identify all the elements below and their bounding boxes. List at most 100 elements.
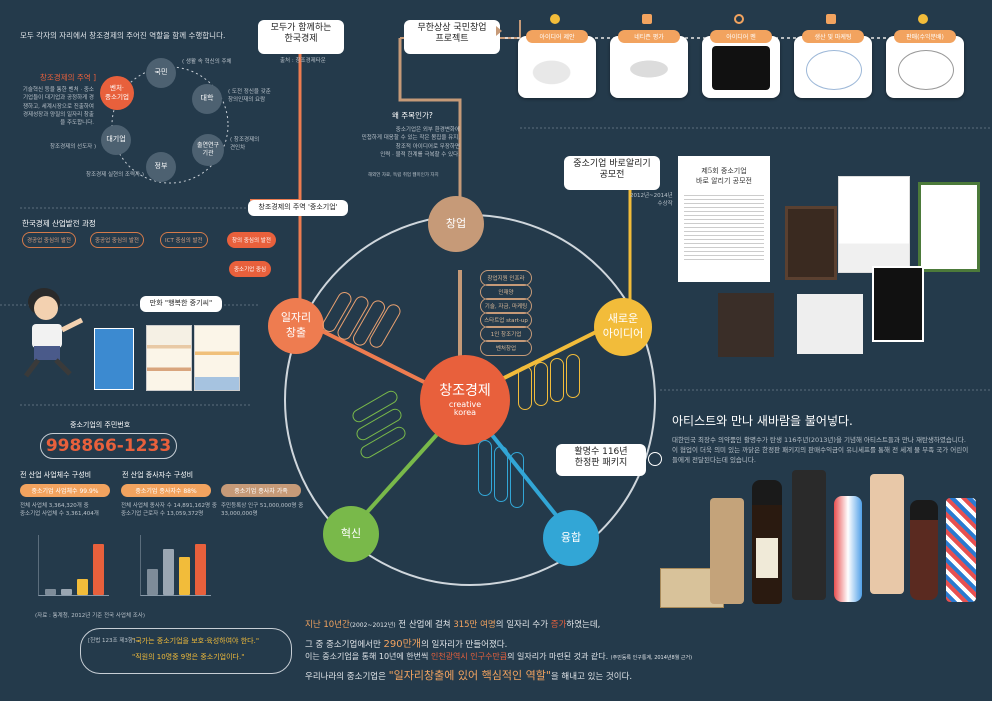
artist-title: 아티스트와 만나 새바람을 불어넣다. <box>672 414 853 428</box>
family-note: 주민등록상 인구 51,000,000명 중 33,000,000명 <box>221 503 304 518</box>
project-step-label-3: 아이디어 멘 <box>710 30 772 43</box>
hub-idea: 새로운 아이디어 <box>594 298 652 356</box>
product-sketch-5 <box>898 50 954 90</box>
stats-source: (자료 : 통계청, 2012년 기준 전국 사업체 조사) <box>35 613 146 619</box>
startup-branch-4: 스타트업 start-up <box>480 312 532 328</box>
play-icon <box>648 452 662 466</box>
cycle-node-research: 출연연구 기관 <box>192 134 224 166</box>
cycle-node-venture: 벤처· 중소기업 <box>100 76 134 110</box>
product-sketch-3 <box>712 46 770 90</box>
together-source: 출처 : 창조경제타운 <box>280 58 326 64</box>
law-quote-1: "국가는 중소기업을 보호·육성하여야 한다." <box>132 637 260 645</box>
incheon: 인천광역시 인구수만큼 <box>430 652 508 661</box>
cycle-node-citizen: 국민 <box>146 58 176 88</box>
intro-text: 모두 각자의 자리에서 창조경제의 주어진 역할을 함께 수행합니다. <box>20 31 226 40</box>
fusion-branch <box>510 452 524 508</box>
law-quote-2: "직원의 10명중 9명은 중소기업이다." <box>132 653 245 661</box>
line2-text-1: 그 중 중소기업에서만 <box>305 640 384 650</box>
line3-source: (주민등록 인구통계, 2014년8월 근거) <box>610 655 693 661</box>
registration-number: 998866-1233 <box>40 433 177 459</box>
290-jobs: 290만개 <box>383 639 422 650</box>
biz-bar-chart <box>38 535 109 596</box>
biz-chip: 중소기업 사업체수 99.9% <box>20 484 110 497</box>
line3-text-1: 이는 중소기업을 통해 10년에 한번씩 <box>305 652 431 661</box>
startup-branch-6: 벤처창업 <box>480 340 532 356</box>
contest-doc-title: 제5회 중소기업 바로 알리기 공모전 <box>696 167 752 185</box>
center-hub: 창조경제 creative korea <box>420 355 510 445</box>
increase: 증가 <box>550 620 567 630</box>
why-title: 왜 주목인가? <box>392 111 433 120</box>
center-subtitle: creative korea <box>448 399 482 418</box>
coin-icon <box>918 14 928 24</box>
hub-startup: 창업 <box>428 196 484 252</box>
startup-branch-5: 1인 창조기업 <box>480 326 532 342</box>
protagonist-tag: 창조경제의 주역 '중소기업' <box>248 200 348 216</box>
biz-stat-title: 전 산업 사업체수 구성비 <box>20 471 92 479</box>
jobs-branches <box>319 289 410 351</box>
manhwa-tag: 만화 "행복한 중기씨" <box>140 296 222 312</box>
bottom-line-2: 그 중 중소기업에서만 290만개의 일자리가 만들어졌다. <box>305 635 507 650</box>
line1-text-2: 의 일자리 수가 <box>495 620 551 630</box>
artist-body: 대한민국 최장수 의약품인 활명수가 탄생 116주년(2013년)을 기념해 … <box>672 436 969 464</box>
product-photo-1 <box>530 52 584 86</box>
bottom-line-3: 이는 중소기업을 통해 10년에 한번씩 인천광역시 인구수만큼의 일자리가 마… <box>305 651 692 662</box>
together-box: 모두가 함께하는 한국경제 <box>258 20 344 54</box>
idea-branch <box>518 366 532 410</box>
contest-document: 제5회 중소기업 바로 알리기 공모전 <box>678 156 770 282</box>
registration-label: 중소기업의 주민번호 <box>70 421 131 429</box>
startup-branch-2: 인재양 <box>480 284 532 300</box>
bottom-line-4: 우리나라의 중소기업은 "일자리창출에 있어 핵심적인 역할"을 해내고 있는 … <box>305 667 632 683</box>
cycle-node-university: 대학 <box>192 84 222 114</box>
why-body: 중소기업은 외부 환경변화에 민첩하게 대응할 수 있는 작은 몸집을 유지, … <box>361 127 460 158</box>
contest-box: 중소기업 바로알리기 공모전 <box>564 156 660 190</box>
315-people: 315만 여명 <box>453 620 496 630</box>
line2-text-2: 의 일자리가 만들어졌다. <box>421 640 508 650</box>
paper-tube-2 <box>792 470 826 600</box>
line3-text-2: 의 일자리가 마련된 것과 같다. <box>507 652 611 661</box>
award-poster-green <box>918 182 980 272</box>
play-icon <box>496 26 502 36</box>
award-poster-colorful <box>838 176 910 273</box>
award-poster-dark <box>872 266 924 342</box>
history-step-4: 창의 중심의 발전 <box>227 232 276 248</box>
product-sketch-4 <box>806 50 862 90</box>
bottle-label-1 <box>756 538 778 578</box>
lightbulb-icon <box>550 14 560 24</box>
biz-note: 전체 사업체 3,364,320개 중 중소기업 사업체 수 3,361,404… <box>20 503 99 518</box>
history-step-2: 중공업 중심의 발전 <box>90 232 144 248</box>
project-step-label-5: 판매(수익분배) <box>894 30 956 43</box>
chart-bar <box>195 543 206 595</box>
idea-branch <box>566 354 580 398</box>
line1-text-3: 하였는데, <box>566 620 601 630</box>
family-chip: 중소기업 종사자 가족 <box>221 484 301 497</box>
innovation-branches <box>350 388 430 480</box>
chart-bar <box>179 557 190 595</box>
paper-tube-3 <box>870 474 904 594</box>
idea-branch <box>534 362 548 406</box>
comic-page-1 <box>146 325 192 391</box>
protagonist-title: 창조경제의 주역 ] <box>40 73 96 82</box>
emp-note: 전체 사업체 종사자 수 14,891,162명 중 중소기업 근로자 수 13… <box>121 503 217 518</box>
award-plaque-1 <box>785 206 837 280</box>
history-step-3: ICT 중심의 발전 <box>160 232 208 248</box>
fusion-branch <box>494 446 508 502</box>
comic-page-2 <box>194 325 240 391</box>
line4-text-1: 우리나라의 중소기업은 <box>305 672 389 682</box>
marketing-icon <box>826 14 836 24</box>
protagonist-body: 기술혁신 등을 통한 벤처 · 중소기업들이 대기업과 공정하게 경쟁하고, 세… <box>22 87 94 126</box>
chart-bar <box>147 568 158 595</box>
line1-text-1: 전 산업에 걸쳐 <box>395 620 454 630</box>
emp-chip: 중소기업 종사자수 88% <box>121 484 211 497</box>
emp-stat-title: 전 산업 종사자수 구성비 <box>122 471 194 479</box>
note-corporation: 창조경제의 선도자 ) <box>50 144 97 150</box>
startup-branch-1: 창업지원 인프라 <box>480 270 532 286</box>
ten-years: 지난 10년간 <box>305 620 350 630</box>
project-box: 무한상상 국민창업 프로젝트 <box>404 20 500 54</box>
hub-fusion: 융합 <box>543 510 599 566</box>
year-range: (2002~2012년) <box>349 622 396 629</box>
fusion-branches <box>478 440 538 530</box>
package-box: 활명수 116년 한정판 패키지 <box>556 444 646 476</box>
idea-branch <box>550 358 564 402</box>
bottle-3 <box>910 500 938 600</box>
law-ref: [헌법 123조 제3항] <box>88 638 136 644</box>
